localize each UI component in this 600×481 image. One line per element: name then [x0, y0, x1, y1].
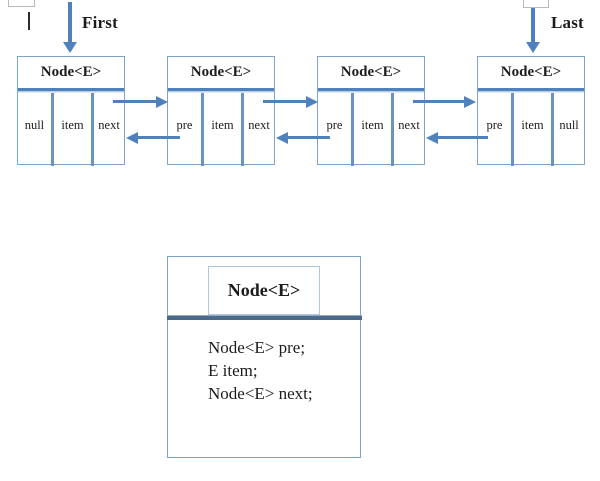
node-body: pre item next [318, 92, 424, 166]
node-title: Node<E> [168, 57, 274, 91]
node-title: Node<E> [18, 57, 124, 91]
node-title: Node<E> [318, 57, 424, 91]
node-cell-item: item [50, 92, 91, 166]
first-pointer-label: First [82, 13, 118, 32]
cutoff-shape-top-right [523, 0, 549, 8]
node-cell-item: item [350, 92, 391, 166]
node-cell-next: next [241, 92, 274, 166]
node-cell-next: next [91, 92, 124, 166]
prev-link-arrow-icon [138, 136, 180, 139]
class-divider [166, 315, 362, 320]
prev-link-arrow-icon [288, 136, 330, 139]
list-node-1: Node<E> null item next [17, 56, 125, 166]
node-cell-item: item [200, 92, 241, 166]
last-pointer-label: Last [551, 13, 584, 32]
first-pointer-arrow-icon [68, 2, 72, 42]
text-cursor [28, 12, 30, 30]
class-field-pre: Node<E> pre; [208, 338, 306, 357]
node-class-definition-box: Node<E> Node<E> pre; E item; Node<E> nex… [166, 256, 362, 458]
node-body: pre item next [168, 92, 274, 166]
node-cell-item: item [510, 92, 551, 166]
next-link-arrow-icon [413, 100, 464, 103]
last-pointer-arrow-icon [531, 8, 535, 42]
node-body: pre item null [478, 92, 584, 166]
node-cell-prev: null [24, 117, 45, 132]
node-cell-prev: pre [486, 117, 503, 132]
list-node-2: Node<E> pre item next [167, 56, 275, 166]
node-title: Node<E> [478, 57, 584, 91]
class-title-box: Node<E> [208, 266, 320, 315]
node-body: null item next [18, 92, 124, 166]
next-link-arrow-icon [263, 100, 306, 103]
class-field-item: E item; [208, 361, 258, 380]
node-cell-next: null [551, 92, 584, 166]
prev-link-arrow-icon [438, 136, 488, 139]
node-cell-next: next [391, 92, 424, 166]
next-link-arrow-icon [113, 100, 156, 103]
class-field-next: Node<E> next; [208, 384, 313, 403]
list-node-3: Node<E> pre item next [317, 56, 425, 166]
cutoff-shape-top-left [8, 0, 35, 7]
node-cell-prev: pre [176, 117, 193, 132]
node-cell-prev: pre [326, 117, 343, 132]
list-node-4: Node<E> pre item null [477, 56, 585, 166]
class-fields: Node<E> pre; E item; Node<E> next; [208, 336, 313, 405]
